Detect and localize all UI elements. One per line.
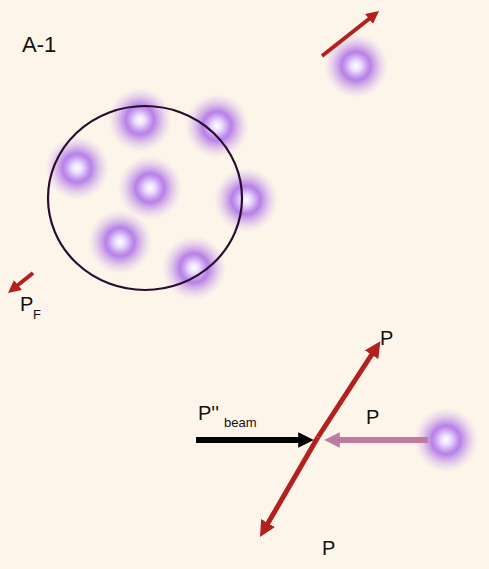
nucleon-glows bbox=[45, 34, 478, 472]
nucleus-label: A-1 bbox=[22, 34, 56, 56]
momentum-label: P'' bbox=[198, 403, 219, 423]
momentum-label: P bbox=[366, 407, 379, 427]
momentum-label: P bbox=[380, 328, 393, 348]
subscript-label: F bbox=[33, 308, 41, 321]
nucleus-circle: A-1 bbox=[18, 28, 250, 296]
subscript-label: beam bbox=[224, 416, 257, 429]
nucleus-outline bbox=[18, 28, 250, 296]
momentum-arrows bbox=[13, 15, 428, 530]
momentum-label: P bbox=[322, 538, 335, 558]
momentum-label: P bbox=[20, 294, 33, 314]
